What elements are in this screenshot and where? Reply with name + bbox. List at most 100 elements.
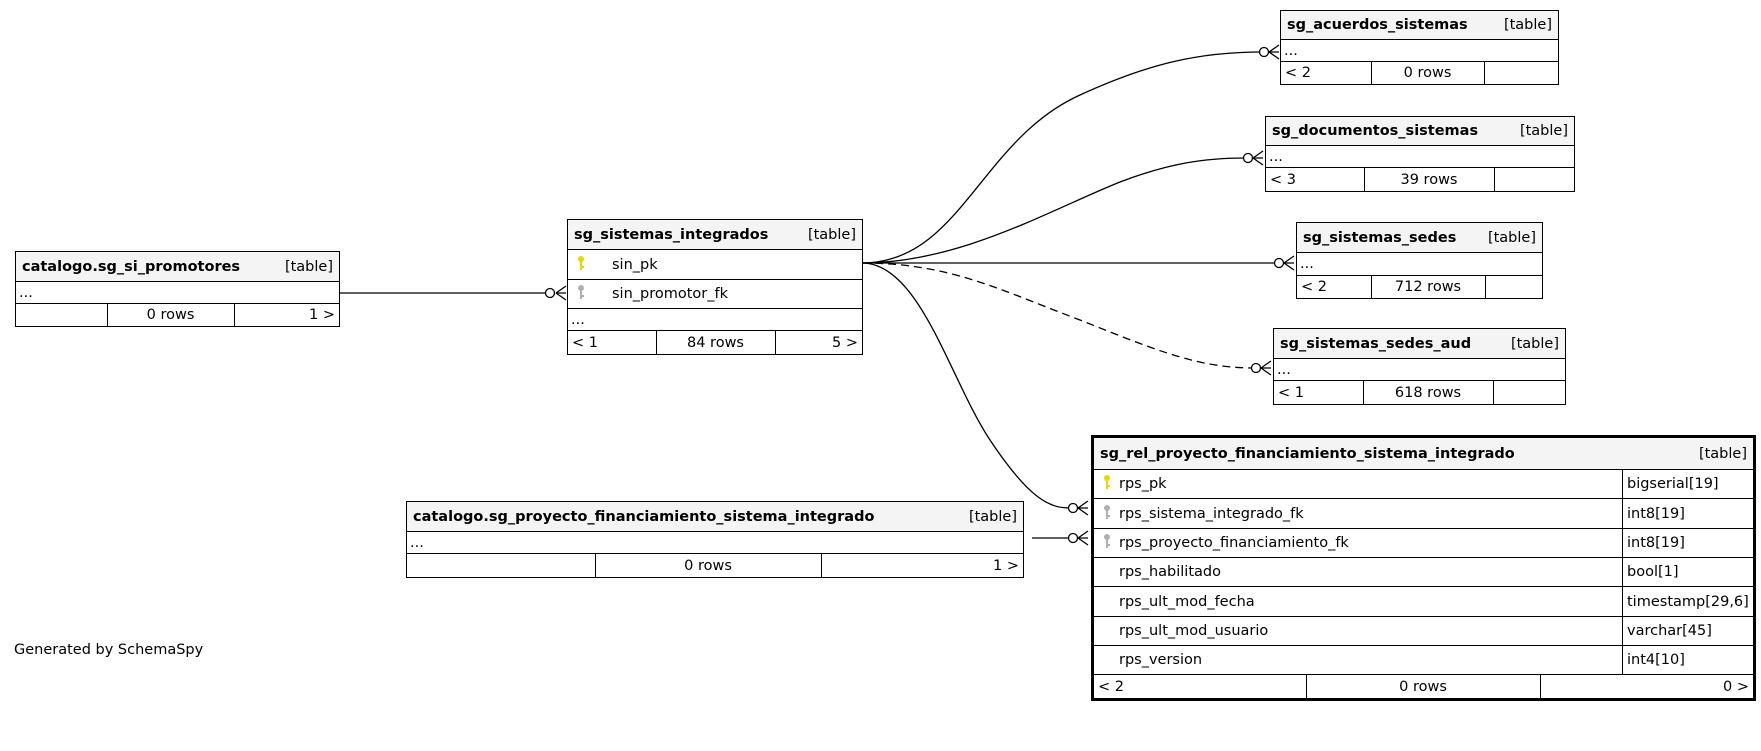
column-row[interactable]: rps_version int4[10] (1094, 645, 1753, 674)
column-row[interactable]: rps_ult_mod_fecha timestamp[29,6] (1094, 586, 1753, 616)
table-footer: < 2 0 rows (1281, 61, 1558, 84)
column-row[interactable]: sin_promotor_fk (568, 279, 862, 308)
column-name: rps_habilitado (1119, 564, 1221, 580)
table-sg-sistemas-sedes-aud[interactable]: sg_sistemas_sedes_aud [table] ... < 1 61… (1273, 328, 1566, 405)
table-tag: [table] (1698, 445, 1747, 462)
parents-count[interactable]: < 3 (1270, 171, 1296, 188)
edge-integrados-sedes-aud (861, 262, 1255, 369)
more-columns: ... (1281, 39, 1558, 61)
column-row[interactable]: rps_sistema_integrado_fk int8[19] (1094, 498, 1753, 528)
table-sg-sistemas-sedes[interactable]: sg_sistemas_sedes [table] ... < 2 712 ro… (1296, 222, 1543, 299)
table-name: catalogo.sg_proyecto_financiamiento_sist… (413, 508, 875, 525)
more-columns: ... (1274, 358, 1565, 380)
primary-key-icon (1102, 474, 1112, 494)
table-tag: [table] (1510, 335, 1559, 352)
table-tag: [table] (807, 226, 856, 243)
table-name: sg_sistemas_sedes_aud (1280, 335, 1472, 352)
ellipsis: ... (1284, 42, 1298, 59)
table-footer: < 1 618 rows (1274, 380, 1565, 404)
table-sg-si-promotores[interactable]: catalogo.sg_si_promotores [table] ... 0 … (15, 251, 340, 327)
row-count: 0 rows (684, 557, 732, 574)
table-sg-proyecto-financiamiento-sistema-integrado[interactable]: catalogo.sg_proyecto_financiamiento_sist… (406, 501, 1024, 578)
table-tag: [table] (1487, 229, 1536, 246)
column-row[interactable]: sin_pk (568, 249, 862, 279)
table-footer: 0 rows 1 > (16, 303, 339, 326)
generated-by-credit: Generated by SchemaSpy (14, 642, 204, 658)
table-header[interactable]: catalogo.sg_proyecto_financiamiento_sist… (407, 502, 1023, 531)
more-columns: ... (1266, 145, 1574, 167)
column-type: int8[19] (1627, 535, 1685, 551)
row-count: 0 rows (1403, 65, 1452, 81)
row-count: 0 rows (1399, 678, 1447, 695)
column-name: sin_pk (612, 256, 658, 273)
table-name: sg_acuerdos_sistemas (1287, 17, 1468, 33)
edge-integrados-acuerdos (861, 51, 1263, 264)
table-header[interactable]: sg_acuerdos_sistemas [table] (1281, 11, 1558, 39)
row-count: 712 rows (1394, 279, 1462, 295)
ellipsis: ... (19, 284, 33, 301)
table-name: sg_sistemas_sedes (1303, 229, 1457, 246)
table-header[interactable]: catalogo.sg_si_promotores [table] (16, 252, 339, 281)
ellipsis: ... (1277, 361, 1291, 378)
table-name: sg_sistemas_integrados (574, 226, 769, 243)
column-type: bool[1] (1627, 564, 1679, 580)
table-tag: [table] (1519, 123, 1568, 139)
table-footer: < 1 84 rows 5 > (568, 330, 862, 354)
column-name: rps_sistema_integrado_fk (1119, 505, 1304, 522)
table-footer: < 2 0 rows 0 > (1094, 674, 1753, 698)
parents-count[interactable]: < 1 (1278, 384, 1304, 401)
column-type: timestamp[29,6] (1627, 593, 1749, 610)
children-count[interactable]: 5 > (832, 334, 858, 351)
table-sg-sistemas-integrados[interactable]: sg_sistemas_integrados [table] sin_pk si… (567, 219, 863, 355)
table-header[interactable]: sg_sistemas_sedes_aud [table] (1274, 329, 1565, 358)
table-header[interactable]: sg_rel_proyecto_financiamiento_sistema_i… (1094, 438, 1753, 469)
foreign-key-icon (1102, 533, 1112, 553)
table-footer: < 3 39 rows (1266, 167, 1574, 191)
column-type: int4[10] (1627, 652, 1685, 668)
column-name: rps_ult_mod_fecha (1119, 593, 1255, 610)
more-columns: ... (407, 531, 1023, 553)
children-count[interactable]: 1 > (993, 557, 1019, 574)
row-count: 84 rows (687, 334, 744, 351)
edge-integrados-rel (861, 262, 1071, 509)
parents-count[interactable]: < 2 (1285, 65, 1311, 81)
table-tag: [table] (284, 258, 333, 275)
parents-count[interactable]: < 1 (572, 334, 598, 351)
column-name: rps_ult_mod_usuario (1119, 623, 1269, 639)
crowfoot-markers (544, 44, 1295, 546)
table-sg-documentos-sistemas[interactable]: sg_documentos_sistemas [table] ... < 3 3… (1265, 116, 1575, 192)
parents-count[interactable]: < 2 (1098, 678, 1124, 695)
ellipsis: ... (1300, 256, 1314, 272)
column-name: sin_promotor_fk (612, 286, 729, 302)
column-type: varchar[45] (1627, 623, 1712, 639)
children-count[interactable]: 1 > (309, 307, 335, 323)
parents-count[interactable]: < 2 (1301, 279, 1327, 295)
table-header[interactable]: sg_documentos_sistemas [table] (1266, 117, 1574, 145)
column-row[interactable]: rps_habilitado bool[1] (1094, 557, 1753, 586)
column-type: int8[19] (1627, 505, 1685, 522)
more-columns: ... (1297, 252, 1542, 275)
column-row[interactable]: rps_pk bigserial[19] (1094, 469, 1753, 498)
column-row[interactable]: rps_proyecto_financiamiento_fk int8[19] (1094, 528, 1753, 557)
more-columns: ... (16, 281, 339, 303)
table-name: sg_rel_proyecto_financiamiento_sistema_i… (1100, 445, 1515, 462)
table-tag: [table] (1503, 17, 1552, 33)
column-row[interactable]: rps_ult_mod_usuario varchar[45] (1094, 616, 1753, 645)
column-name: rps_pk (1119, 476, 1167, 492)
table-sg-rel-proyecto-financiamiento-sistema-integrado[interactable]: sg_rel_proyecto_financiamiento_sistema_i… (1091, 435, 1756, 701)
row-count: 0 rows (146, 307, 195, 323)
more-columns: ... (568, 308, 862, 330)
foreign-key-icon (576, 284, 586, 304)
table-tag: [table] (968, 508, 1017, 525)
column-name: rps_proyecto_financiamiento_fk (1119, 535, 1349, 551)
edge-integrados-documentos (861, 157, 1247, 264)
table-header[interactable]: sg_sistemas_sedes [table] (1297, 223, 1542, 252)
row-count: 618 rows (1394, 384, 1462, 401)
table-name: sg_documentos_sistemas (1272, 123, 1479, 139)
children-count[interactable]: 0 > (1723, 678, 1749, 695)
table-sg-acuerdos-sistemas[interactable]: sg_acuerdos_sistemas [table] ... < 2 0 r… (1280, 10, 1559, 85)
foreign-key-icon (1102, 504, 1112, 524)
column-type: bigserial[19] (1627, 476, 1719, 492)
table-header[interactable]: sg_sistemas_integrados [table] (568, 220, 862, 249)
